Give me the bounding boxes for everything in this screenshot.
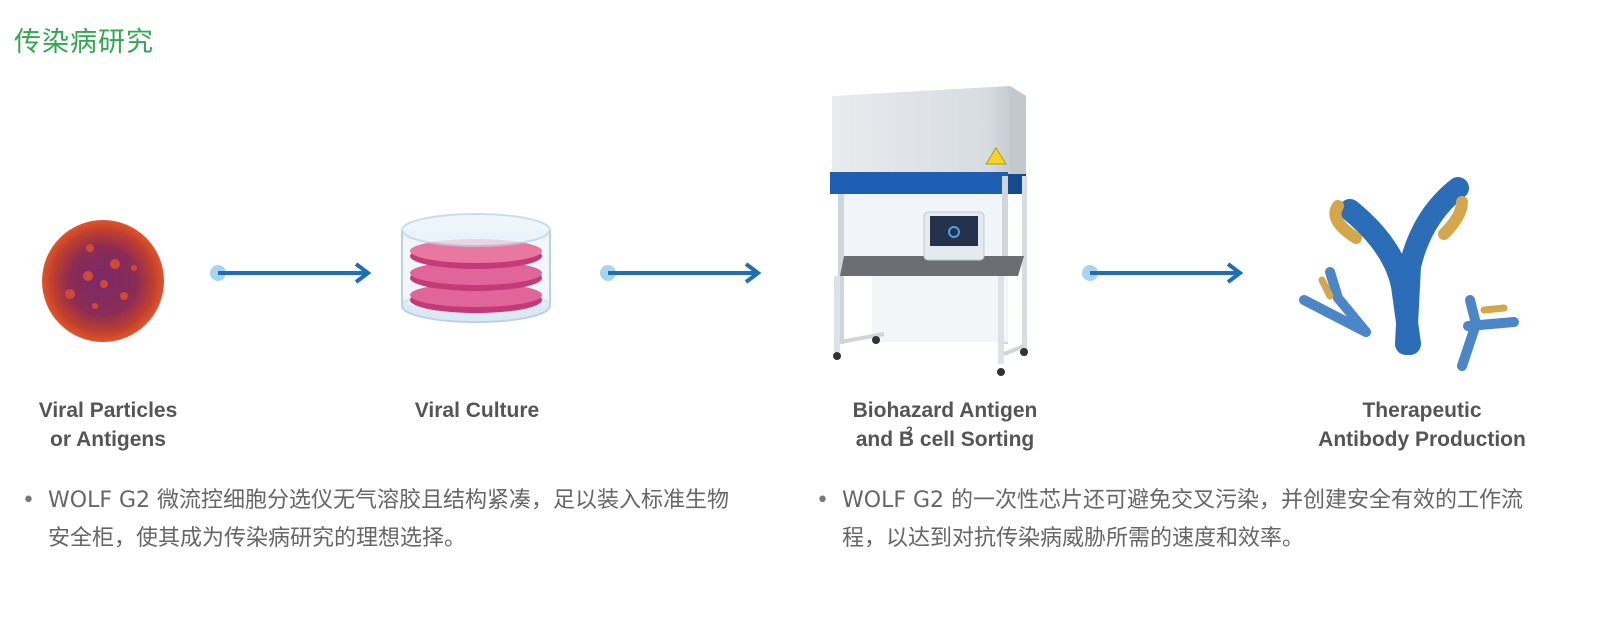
stage-label-viral-particles: Viral Particles or Antigens (38, 399, 178, 451)
stage-label-antibody-production: Therapeutic Antibody Production (1318, 399, 1526, 451)
biosafety-cabinet-icon (830, 86, 1028, 376)
flow-arrow-3 (1082, 262, 1244, 284)
bcell-superscript: 2 (906, 424, 913, 438)
flow-arrow-1 (210, 262, 372, 284)
bullet-marker: • (816, 488, 829, 513)
bullet-point-1: • WOLF G2 微流控细胞分选仪无气溶胶且结构紧凑，足以装入标准生物 安全柜… (22, 482, 802, 562)
flow-arrow-2 (600, 262, 762, 284)
stage-label-biohazard-sorting: Biohazard Antigen and B cell Sorting (852, 399, 1038, 451)
petri-dish-stack-icon (401, 213, 551, 323)
page-title: 传染病研究 (14, 27, 154, 58)
antibody-icon (1299, 177, 1519, 371)
bullet-marker: • (22, 488, 35, 513)
bullet-text: WOLF G2 的一次性芯片还可避免交叉污染，并创建安全有效的工作流 程，以达到… (842, 488, 1524, 551)
virus-particle-icon (42, 220, 164, 342)
stage-label-viral-culture: Viral Culture (414, 399, 540, 422)
bullet-point-2: • WOLF G2 的一次性芯片还可避免交叉污染，并创建安全有效的工作流 程，以… (816, 482, 1596, 562)
bullet-text: WOLF G2 微流控细胞分选仪无气溶胶且结构紧凑，足以装入标准生物 安全柜，使… (48, 488, 730, 551)
